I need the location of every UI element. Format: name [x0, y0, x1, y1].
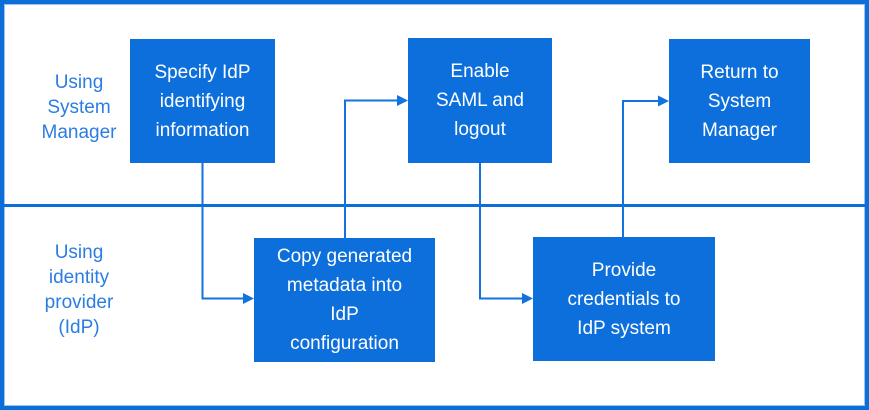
connector-provide-to-return — [622, 95, 669, 237]
step-return-to-system-manager: Return to System Manager — [669, 39, 810, 163]
step-enable-saml: Enable SAML and logout — [408, 38, 552, 163]
step-copy-metadata: Copy generated metadata into IdP configu… — [254, 238, 435, 362]
lane-divider — [4, 204, 865, 207]
step-provide-credentials: Provide credentials to IdP system — [533, 237, 715, 361]
connector-enable-to-provide — [479, 163, 533, 304]
lane-label-identity-provider: Using identity provider (IdP) — [44, 242, 114, 338]
connector-copy-to-enable — [344, 95, 408, 238]
connector-specify-to-copy — [201, 163, 254, 304]
step-specify-idp-info: Specify IdP identifying information — [130, 39, 275, 163]
lane-label-system-manager: Using System Manager — [41, 72, 117, 143]
